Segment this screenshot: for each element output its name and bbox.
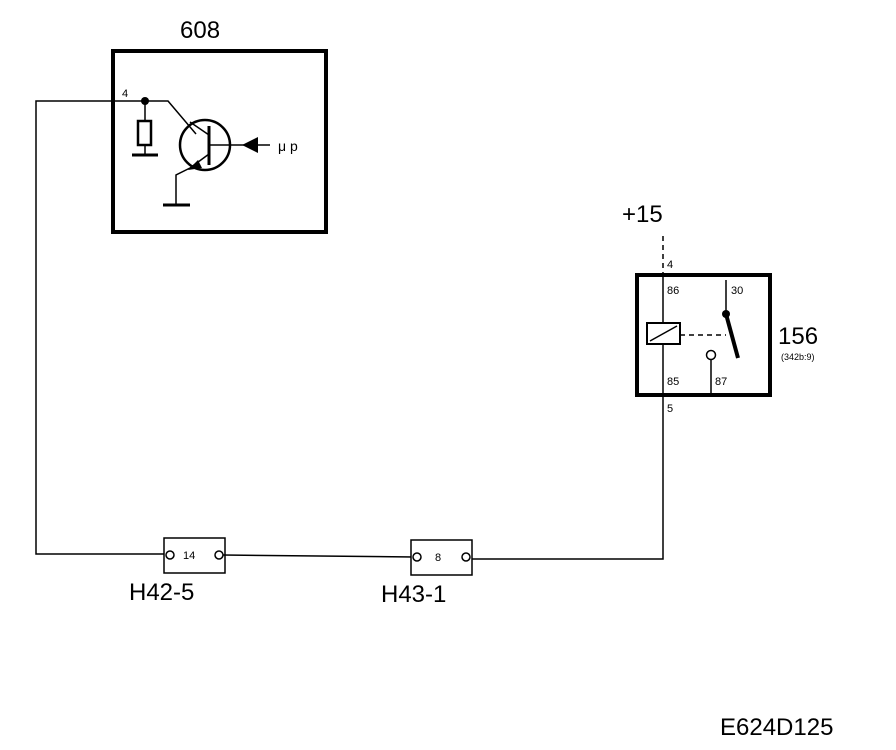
input-arrow	[242, 137, 258, 153]
transistor-symbol	[132, 97, 270, 207]
resistor-symbol	[136, 119, 153, 147]
connector-h43-1: 8	[410, 539, 473, 576]
ecu-608-label: 608	[180, 17, 220, 44]
connector-h43-pin: 8	[435, 552, 441, 564]
relay-156-label: 156	[778, 323, 818, 350]
connector-h42-label: H42-5	[129, 579, 194, 606]
pin-87-label: 87	[715, 376, 727, 388]
pin-85-label: 85	[667, 376, 679, 388]
relay-ref-label: (342b:9)	[781, 352, 815, 362]
connector-h42-5: 14	[163, 537, 226, 574]
relay-156-box	[635, 273, 772, 397]
relay-contact-87	[705, 349, 717, 361]
ecu-608-box	[111, 49, 328, 234]
connector-h43-label: H43-1	[381, 581, 446, 608]
pin-30-label: 30	[731, 285, 743, 297]
wire-relay-to-h43	[470, 395, 664, 560]
connector-h42-pin: 14	[183, 550, 195, 562]
wire-ecu-to-h42	[35, 100, 165, 555]
diagram-id: E624D125	[720, 714, 833, 741]
supply-label: +15	[622, 201, 663, 228]
pin-5-label: 5	[667, 403, 673, 415]
supply-pin-label: 4	[667, 259, 673, 271]
signal-label: μ p	[278, 138, 298, 154]
wire-h42-to-h43	[222, 554, 415, 558]
pin-86-label: 86	[667, 285, 679, 297]
relay-switch-arm	[724, 313, 740, 359]
ecu-pin-4-label: 4	[122, 88, 128, 100]
